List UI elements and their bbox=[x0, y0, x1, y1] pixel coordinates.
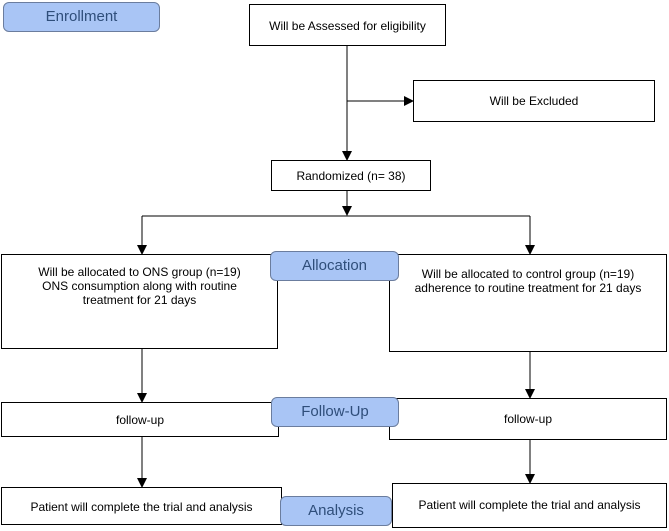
control-group-line2: adherence to routine treatment for 21 da… bbox=[414, 281, 642, 295]
followup-left-box: follow-up bbox=[1, 402, 279, 437]
excluded-box: Will be Excluded bbox=[413, 80, 655, 122]
control-group-box: Will be allocated to control group (n=19… bbox=[389, 254, 667, 352]
eligibility-box: Will be Assessed for eligibility bbox=[249, 4, 446, 46]
stage-enrollment: Enrollment bbox=[3, 2, 160, 32]
ons-group-line1: Will be allocated to ONS group (n=19) bbox=[38, 265, 241, 279]
ons-group-line3: treatment for 21 days bbox=[82, 293, 197, 307]
excluded-text: Will be Excluded bbox=[489, 94, 579, 108]
analysis-left-box: Patient will complete the trial and anal… bbox=[1, 487, 282, 525]
analysis-left-text: Patient will complete the trial and anal… bbox=[30, 500, 253, 514]
eligibility-text: Will be Assessed for eligibility bbox=[269, 19, 426, 33]
randomized-box: Randomized (n= 38) bbox=[271, 160, 431, 191]
control-group-line1: Will be allocated to control group (n=19… bbox=[421, 267, 635, 281]
followup-right-box: follow-up bbox=[389, 398, 667, 440]
analysis-right-text: Patient will complete the trial and anal… bbox=[418, 498, 641, 512]
followup-right-text: follow-up bbox=[503, 412, 553, 426]
stage-follow-up: Follow-Up bbox=[271, 397, 399, 427]
ons-group-box: Will be allocated to ONS group (n=19) ON… bbox=[1, 254, 278, 349]
randomized-text: Randomized (n= 38) bbox=[296, 169, 406, 183]
analysis-right-box: Patient will complete the trial and anal… bbox=[392, 483, 667, 528]
stage-allocation: Allocation bbox=[270, 251, 399, 281]
ons-group-line2: ONS consumption along with routine bbox=[42, 279, 237, 293]
stage-analysis: Analysis bbox=[280, 496, 392, 526]
followup-left-text: follow-up bbox=[115, 413, 165, 427]
